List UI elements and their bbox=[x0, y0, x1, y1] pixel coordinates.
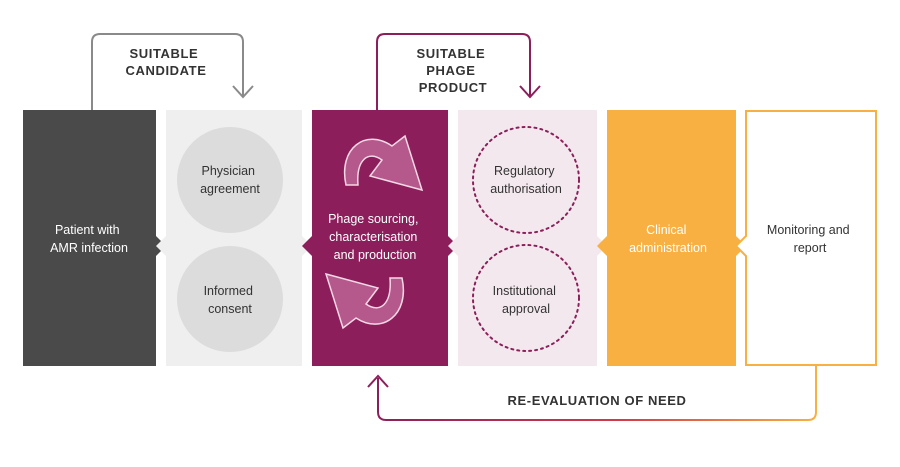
step-approval-box bbox=[448, 110, 607, 366]
suitable-phage-product-arrowhead bbox=[519, 85, 541, 99]
informed-consent-circle bbox=[177, 246, 283, 352]
suitable-phage-product-label: SUITABLE PHAGE PRODUCT bbox=[416, 46, 489, 95]
physician-agreement-circle bbox=[177, 127, 283, 233]
step-monitoring-box bbox=[734, 110, 877, 366]
patient-label: Patient with AMR infection bbox=[50, 223, 128, 255]
step-patient-box bbox=[23, 110, 166, 366]
reevaluation-arrow bbox=[377, 366, 817, 421]
physician-label: Physician agreement bbox=[200, 164, 260, 196]
suitable-phage-product-arrow bbox=[376, 33, 531, 110]
regulatory-authorisation-circle bbox=[472, 126, 580, 234]
regulatory-label: Regulatory authorisation bbox=[490, 164, 562, 196]
suitable-candidate-label: SUITABLE CANDIDATE bbox=[126, 46, 207, 78]
suitable-candidate-arrowhead bbox=[232, 85, 254, 99]
consent-label: Informed consent bbox=[204, 284, 257, 316]
reevaluation-label: RE-EVALUATION OF NEED bbox=[508, 393, 687, 408]
reevaluation-arrowhead bbox=[367, 374, 389, 388]
cycle-arrow-top-icon bbox=[343, 134, 424, 192]
institutional-approval-circle bbox=[472, 244, 580, 352]
phage-label: Phage sourcing, characterisation and pro… bbox=[328, 212, 422, 262]
suitable-candidate-arrow bbox=[91, 33, 244, 110]
clinical-label: Clinical administration bbox=[629, 223, 707, 255]
step-clinical-box bbox=[597, 110, 746, 366]
cycle-arrow-bottom-icon bbox=[324, 272, 405, 330]
institutional-label: Institutional approval bbox=[493, 284, 560, 316]
monitoring-label: Monitoring and report bbox=[767, 223, 853, 255]
